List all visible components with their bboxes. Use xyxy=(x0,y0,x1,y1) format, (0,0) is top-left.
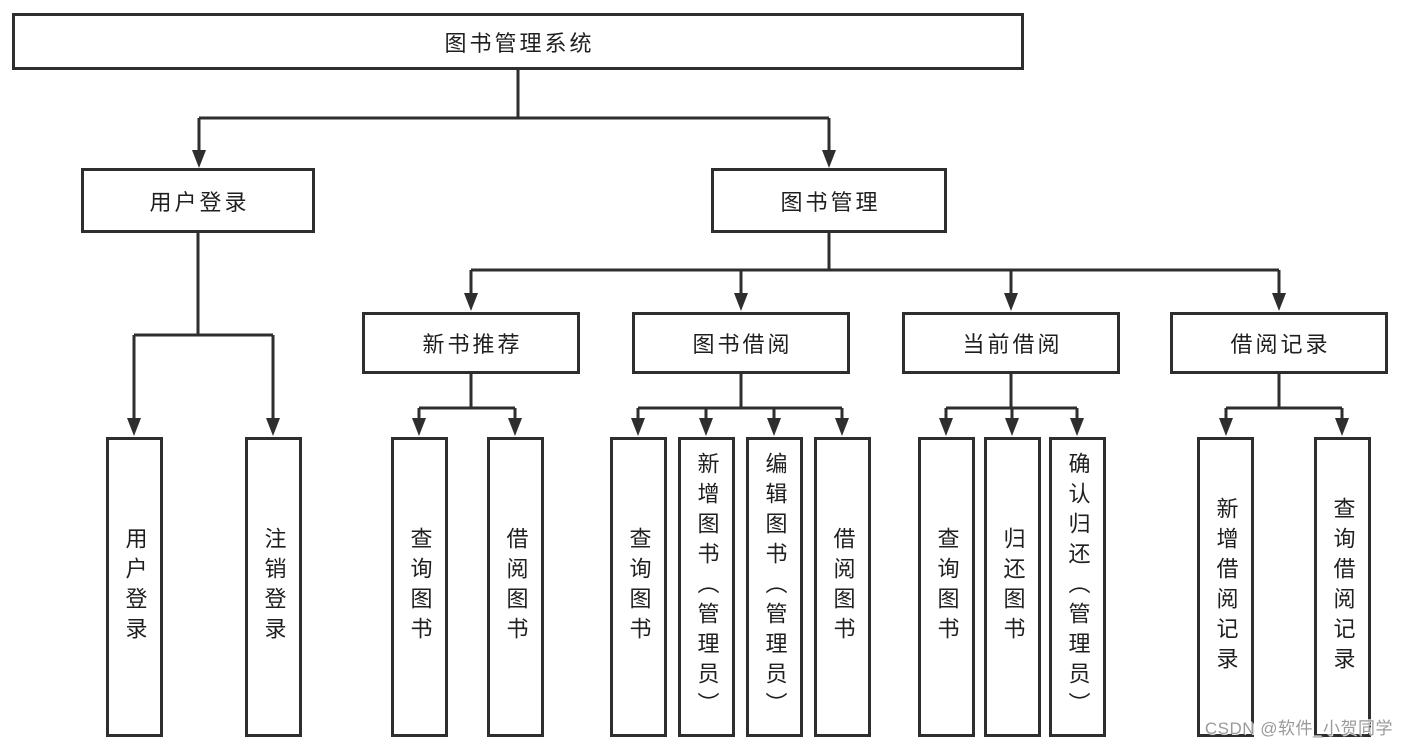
node-book-borrow: 图书借阅 xyxy=(632,312,850,374)
leaf-add-books-admin: 新增图书（管理员） xyxy=(678,437,735,737)
arrowhead-icon xyxy=(192,150,206,168)
node-user-login: 用户登录 xyxy=(81,168,315,233)
arrowhead-icon xyxy=(464,293,478,311)
arrowhead-icon xyxy=(939,418,953,436)
arrowhead-icon xyxy=(835,418,849,436)
connector-borrow-record-children xyxy=(1219,374,1349,436)
arrowhead-icon xyxy=(266,418,280,436)
leaf-logout-login: 注销登录 xyxy=(245,437,302,737)
arrowhead-icon xyxy=(1272,293,1286,311)
leaf-query-books-recommend: 查询图书 xyxy=(391,437,448,737)
leaf-query-books-current: 查询图书 xyxy=(918,437,975,737)
arrowhead-icon xyxy=(1004,293,1018,311)
leaf-borrow-books: 借阅图书 xyxy=(814,437,871,737)
node-current-borrow: 当前借阅 xyxy=(902,312,1120,374)
leaf-query-books-borrow: 查询图书 xyxy=(610,437,667,737)
arrowhead-icon xyxy=(127,418,141,436)
leaf-query-borrow-record: 查询借阅记录 xyxy=(1314,437,1371,737)
connector-new-book-children xyxy=(412,374,522,436)
leaf-user-login: 用户登录 xyxy=(106,437,163,737)
arrowhead-icon xyxy=(412,418,426,436)
arrowhead-icon xyxy=(767,418,781,436)
node-book-management: 图书管理 xyxy=(711,168,947,233)
connector-book-management-sections xyxy=(464,233,1286,311)
arrowhead-icon xyxy=(631,418,645,436)
arrowhead-icon xyxy=(1070,418,1084,436)
arrowhead-icon xyxy=(822,150,836,168)
arrowhead-icon xyxy=(1335,418,1349,436)
node-library-management-system: 图书管理系统 xyxy=(12,13,1024,70)
leaf-borrow-books-recommend: 借阅图书 xyxy=(487,437,544,737)
arrowhead-icon xyxy=(734,293,748,311)
connector-root-branches xyxy=(192,69,836,168)
arrowhead-icon xyxy=(1219,418,1233,436)
node-new-book-recommend: 新书推荐 xyxy=(362,312,580,374)
connector-user-login-children xyxy=(127,233,280,436)
arrowhead-icon xyxy=(699,418,713,436)
arrowhead-icon xyxy=(1005,418,1019,436)
connector-book-borrow-children xyxy=(631,374,849,436)
leaf-return-books: 归还图书 xyxy=(984,437,1041,737)
node-borrow-record: 借阅记录 xyxy=(1170,312,1388,374)
connector-current-borrow-children xyxy=(939,374,1084,436)
leaf-edit-books-admin: 编辑图书（管理员） xyxy=(746,437,803,737)
leaf-confirm-return-admin: 确认归还（管理员） xyxy=(1049,437,1106,737)
csdn-watermark: CSDN @软件_小贺同学 xyxy=(1204,719,1393,738)
arrowhead-icon xyxy=(508,418,522,436)
leaf-add-borrow-record: 新增借阅记录 xyxy=(1197,437,1254,737)
